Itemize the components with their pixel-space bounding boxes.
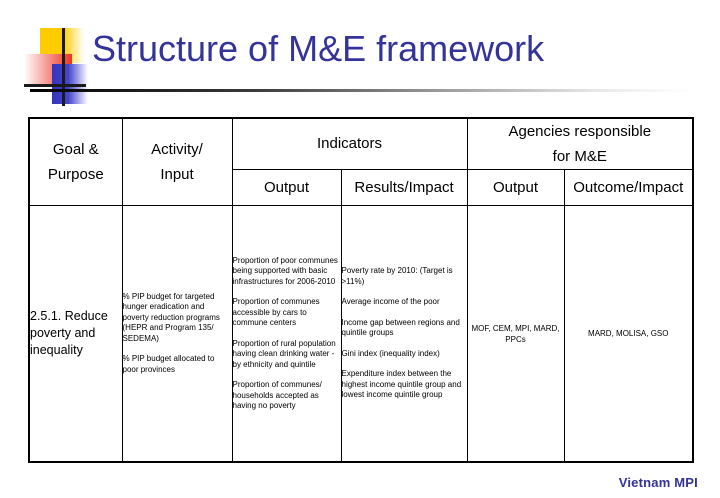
cell-agencies-outcome-impact: MARD, MOLISA, GSO: [563, 205, 694, 463]
header-agencies-responsible: Agencies responsible for M&E: [466, 117, 694, 170]
results-impact-item: Gini index (inequality index): [341, 348, 440, 358]
footer-brand: Vietnam MPI: [618, 475, 698, 490]
table-header-row-sub: Output Results/Impact Output Outcome/Imp…: [29, 169, 694, 206]
header-agencies-line1: Agencies responsible: [508, 123, 652, 140]
header-goal-purpose: Goal & Purpose: [28, 117, 123, 206]
header-activity-input: Activity/ Input: [121, 117, 233, 206]
header-indicators: Indicators: [231, 117, 468, 170]
results-impact-item: Income gap between regions and quintile …: [341, 317, 460, 338]
cell-indicators-results-impact: Poverty rate by 2010: (Target is >11%) A…: [340, 205, 468, 463]
header-goal-purpose-line1: Goal &: [52, 141, 99, 158]
cell-agencies-output: MOF, CEM, MPI, MARD, PPCs: [466, 205, 565, 463]
results-impact-item: Expenditure index between the highest in…: [341, 369, 462, 400]
activity-input-item: % PIP budget allocated to poor provinces: [122, 354, 215, 374]
header-agencies-output: Output: [466, 169, 565, 206]
results-impact-item: Poverty rate by 2010: (Target is >11%): [341, 266, 453, 286]
me-framework-table: Goal & Purpose Activity/ Input Indicator…: [28, 117, 695, 463]
slide-title-area: Structure of M&E framework: [0, 0, 720, 112]
page-title: Structure of M&E framework: [92, 28, 545, 69]
indicator-output-item: Proportion of communes accessible by car…: [232, 297, 320, 327]
table-header-row-top: Goal & Purpose Activity/ Input Indicator…: [28, 117, 694, 206]
header-indicators-output: Output: [231, 169, 342, 206]
cell-indicators-output: Proportion of poor communes being suppor…: [231, 205, 342, 463]
table-row: 2.5.1. Reduce poverty and inequality % P…: [28, 205, 694, 463]
header-activity-input-line2: Input: [160, 166, 194, 183]
cell-goal-purpose: 2.5.1. Reduce poverty and inequality: [28, 205, 123, 463]
header-agencies-line2: for M&E: [552, 148, 607, 165]
header-indicators-results-impact: Results/Impact: [340, 169, 468, 206]
activity-input-item: % PIP budget for targeted hunger eradica…: [122, 291, 220, 343]
results-impact-item: Average income of the poor: [341, 297, 440, 307]
indicator-output-item: Proportion of rural population having cl…: [232, 338, 336, 369]
indicator-output-item: Proportion of communes/ households accep…: [232, 380, 322, 410]
cell-activity-input: % PIP budget for targeted hunger eradica…: [121, 205, 233, 463]
indicator-output-item: Proportion of poor communes being suppor…: [232, 255, 338, 286]
title-underline-rule: [30, 89, 690, 92]
header-activity-input-line1: Activity/: [151, 141, 203, 158]
decoration-horizontal-line: [24, 84, 86, 87]
header-agencies-outcome-impact: Outcome/Impact: [563, 169, 694, 206]
header-goal-purpose-line2: Purpose: [47, 166, 104, 183]
decoration-vertical-line: [62, 28, 65, 106]
title-decoration-graphic: [24, 28, 88, 106]
